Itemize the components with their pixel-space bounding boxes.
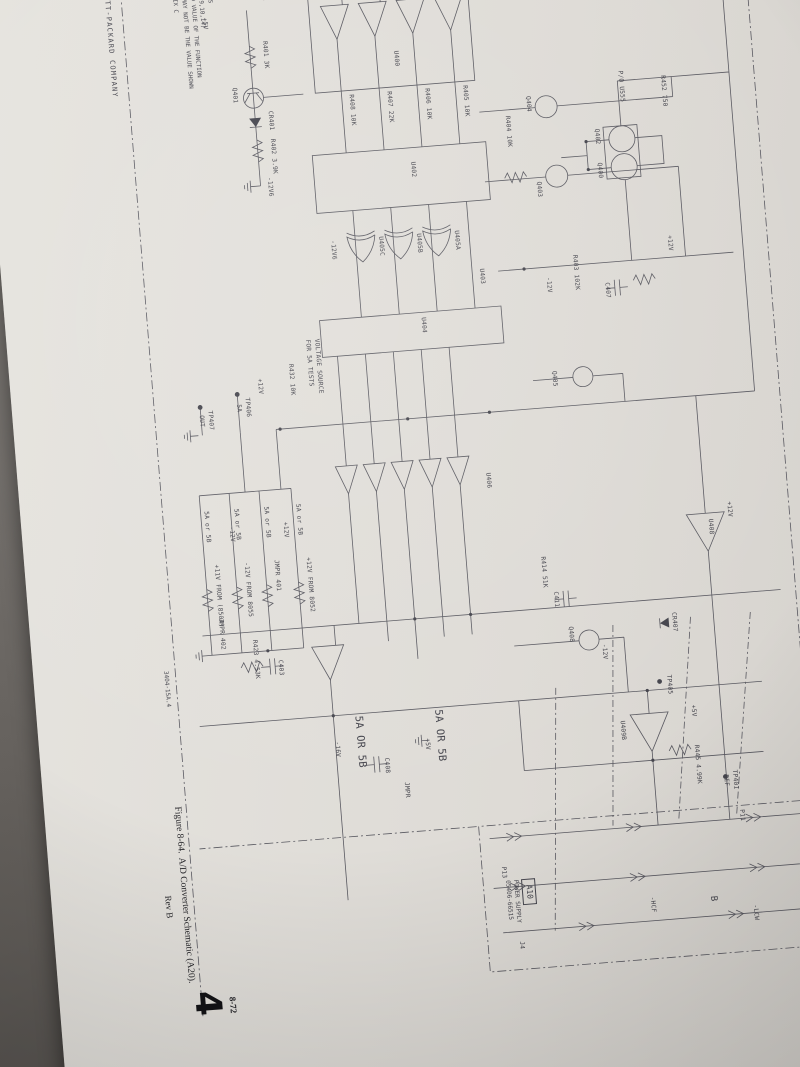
- component-label: OUT: [197, 415, 206, 428]
- component-label: U406: [484, 472, 493, 489]
- component-label: 5A OR 5B: [432, 708, 449, 762]
- component-label: Q403: [535, 181, 544, 198]
- component-label: U408: [706, 518, 715, 535]
- component-label: U400: [392, 50, 401, 67]
- component-label: R445 4.99K: [692, 744, 703, 785]
- component-label: TP406: [243, 397, 253, 418]
- component-label: C411: [552, 591, 561, 608]
- revision-label: Rev B: [163, 895, 175, 919]
- component-label: -12V6: [265, 176, 275, 198]
- component-label: +12V FROM 8052: [304, 556, 316, 613]
- component-label: 5A: [235, 404, 243, 413]
- component-label: U403: [477, 268, 487, 285]
- component-label: P/O U555: [616, 70, 626, 103]
- component-label: Q401: [230, 87, 239, 104]
- component-label: R423 4.53K: [250, 639, 262, 680]
- component-label: JMPR: [402, 781, 412, 799]
- component-label: Q402: [593, 128, 602, 145]
- component-label: R406 10K: [423, 87, 433, 120]
- component-label: REF: [722, 774, 731, 787]
- component-label: +5V: [689, 704, 698, 717]
- component-label: JMPR 401: [272, 559, 283, 592]
- component-label: -HCF: [648, 896, 658, 913]
- component-label: 5A or 5B: [294, 503, 304, 536]
- component-label: B: [707, 895, 719, 902]
- component-label: R403 102K: [571, 254, 581, 291]
- component-label: Q408: [566, 626, 576, 643]
- component-label: 5A or 5B: [202, 511, 212, 543]
- component-label: 5A or 5B: [262, 506, 272, 539]
- component-label: R404 10K: [503, 115, 514, 148]
- page-number: 8-72: [227, 996, 239, 1014]
- component-label: Q400: [595, 162, 605, 179]
- component-label: R432 10K: [286, 363, 297, 396]
- component-label: -12V: [600, 643, 609, 660]
- component-label: R408 10K: [347, 94, 358, 126]
- component-label: C407: [603, 282, 612, 299]
- component-label: -16V: [333, 741, 342, 758]
- component-label: +12V: [256, 378, 265, 395]
- component-label: CR401: [266, 110, 276, 131]
- component-label: +12V: [725, 501, 734, 518]
- component-label: -12V: [544, 276, 554, 294]
- component-label: -12V6: [329, 240, 338, 261]
- component-label: TP401: [730, 769, 740, 790]
- component-label: Q404: [524, 95, 533, 113]
- component-label: JMPR 402: [217, 618, 227, 651]
- component-label: 5A OR 5B: [352, 715, 369, 769]
- component-label: +12V: [281, 521, 290, 538]
- component-label: U405B: [414, 233, 424, 254]
- component-label: TP405: [665, 674, 674, 695]
- component-label: R401 3K: [260, 40, 271, 69]
- component-label: -12V FROM 8055: [242, 561, 255, 618]
- component-label: R452 750: [658, 75, 669, 107]
- a10-ref: A10: [520, 878, 538, 906]
- component-label: +12V: [665, 234, 675, 252]
- chapter-tab: 4: [185, 989, 229, 1018]
- component-label: U405C: [377, 236, 386, 257]
- component-label: P11: [738, 809, 747, 822]
- component-label: U405A: [452, 230, 462, 251]
- component-label: TP407: [206, 410, 215, 431]
- component-label: R407 22K: [385, 91, 395, 123]
- component-label: P13: [499, 866, 508, 879]
- component-label: ALE: [260, 0, 269, 1]
- component-label: R405 10K: [461, 84, 471, 117]
- component-label: -LCW: [751, 904, 761, 921]
- component-label: 5A or 5B: [232, 508, 242, 541]
- component-label: C408: [382, 757, 392, 774]
- component-label: R414 51K: [539, 556, 549, 589]
- component-label: Q405: [550, 370, 559, 387]
- component-label: R402 3.9K: [268, 138, 279, 175]
- component-label: U404: [419, 316, 428, 334]
- component-label: CR407: [670, 611, 679, 632]
- component-label: U402: [409, 161, 418, 178]
- component-label: +5V: [423, 738, 432, 751]
- component-label: C403: [276, 659, 285, 676]
- component-label: U409B: [618, 720, 628, 741]
